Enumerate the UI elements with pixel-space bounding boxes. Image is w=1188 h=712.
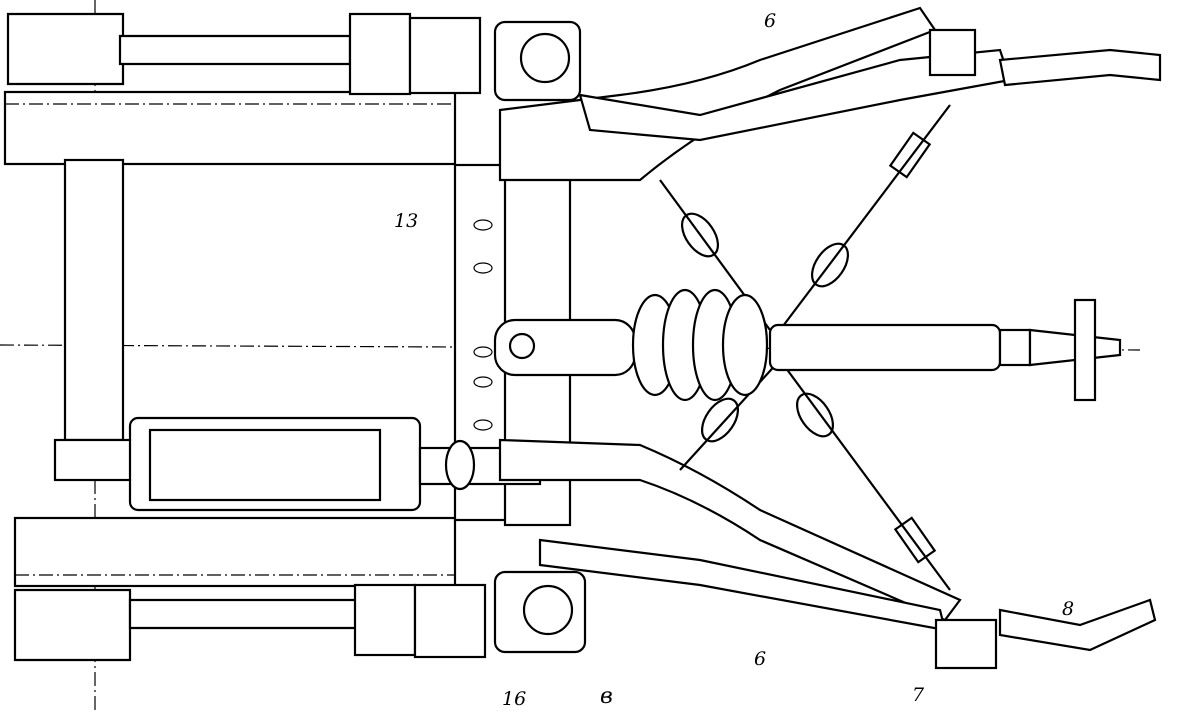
callout-8: 8 (1062, 598, 1075, 620)
callout-6-bottom: 6 (754, 648, 767, 670)
cross-member-left (63, 158, 125, 442)
drawbar-top-8 (998, 48, 1162, 87)
panel-letter: в (600, 684, 613, 709)
callout-6-top: 6 (764, 10, 777, 32)
callout-16: 16 (502, 688, 527, 710)
coupling-block-7 (934, 618, 998, 670)
coupling-block-top (928, 28, 977, 77)
top-frame-rail (3, 12, 582, 166)
callout-13: 13 (394, 210, 419, 232)
hydraulic-cylinder (128, 416, 542, 512)
cross-member-joint (53, 438, 137, 482)
drawbar-bottom-8 (998, 598, 1157, 652)
callout-7: 7 (912, 684, 925, 706)
chains (659, 104, 951, 591)
bottom-frame-rail (13, 516, 587, 662)
beam-holes (473, 219, 493, 431)
spring-buffer (493, 288, 1122, 402)
